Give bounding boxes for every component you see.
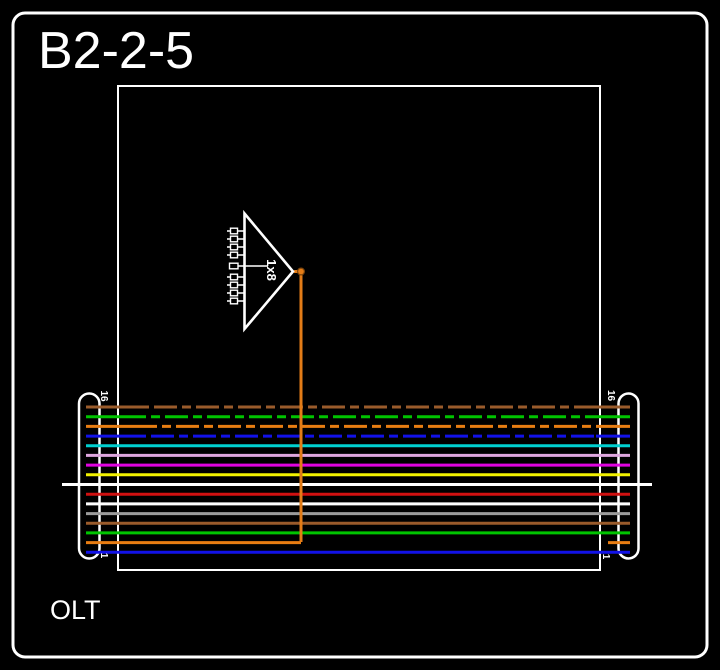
splitter-port-connector [229, 297, 239, 305]
splitter-port-connector [229, 281, 239, 289]
splitter-port-connector [229, 227, 239, 235]
outer-frame [11, 11, 709, 659]
splitter-port-connector [229, 251, 239, 259]
splitter-port-connector [229, 289, 239, 297]
splitter-symbol: 1x8 [227, 209, 295, 333]
right-bracket-bottom-label: 1 [600, 554, 611, 560]
splitter-port-connector [229, 235, 239, 243]
drop-cable [294, 267, 306, 542]
diagram-title: B2-2-5 [38, 22, 194, 80]
fiber-bundle [62, 405, 652, 554]
splitter-port-connector [228, 262, 239, 270]
splitter-port-connector [229, 243, 239, 251]
drop-cable-connector-dot [297, 267, 306, 276]
olt-label: OLT [50, 595, 101, 625]
splitter-port-connector [229, 273, 239, 281]
left-bracket-top-label: 16 [98, 390, 109, 402]
splitter-triangle [243, 209, 295, 333]
splitter-label: 1x8 [264, 259, 279, 281]
right-bracket-top-label: 16 [605, 390, 616, 402]
left-bracket-bottom-label: 1 [98, 553, 109, 559]
enclosure-rect [117, 85, 601, 571]
splitter-ports [227, 227, 268, 305]
